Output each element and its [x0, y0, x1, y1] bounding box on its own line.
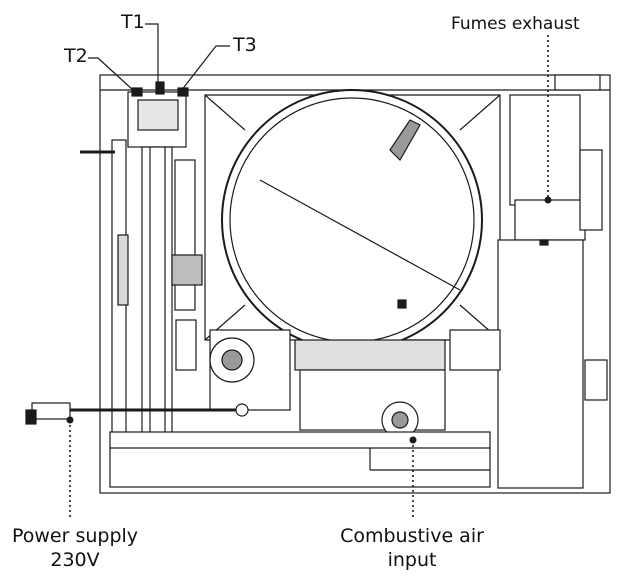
power-cable	[25, 402, 249, 425]
label-t3: T3	[233, 34, 257, 56]
label-power-voltage: 230V	[50, 549, 100, 571]
label-power-supply: Power supply	[11, 525, 139, 547]
callout-lines	[69, 35, 549, 520]
label-fumes-exhaust: Fumes exhaust	[451, 14, 580, 34]
burner-assembly	[209, 329, 501, 439]
callout-dots	[66, 196, 552, 444]
left-column	[80, 81, 203, 441]
label-t1: T1	[121, 11, 145, 33]
label-air-input: input	[387, 549, 437, 571]
label-combustive-air: Combustive air	[340, 525, 484, 547]
fumes-duct	[497, 94, 608, 489]
label-t2: T2	[64, 45, 88, 67]
base-plate	[109, 431, 491, 488]
sensor-leaders	[88, 23, 230, 92]
combustion-chamber	[204, 89, 501, 351]
